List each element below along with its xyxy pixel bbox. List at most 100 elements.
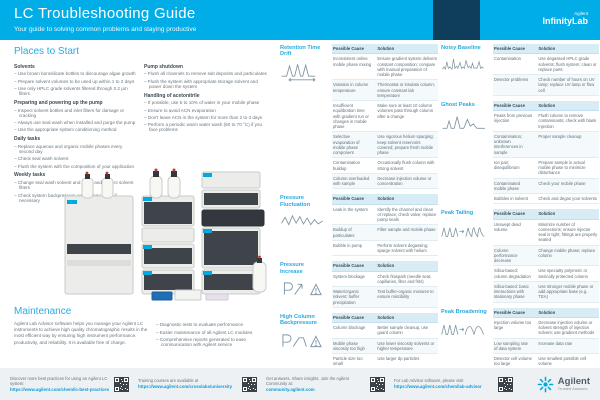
bullet-item: – Ensure to avoid ACN evaporation: [144, 107, 216, 113]
cause-cell: Contamination: [494, 56, 522, 62]
page-subtitle: Your guide to solving common problems an…: [14, 26, 197, 33]
cause-cell: System blockage: [333, 273, 365, 279]
maintenance-title: Maintenance: [14, 306, 72, 317]
bullet-item: – Use the appropriate system conditionin…: [14, 127, 117, 133]
trouble-block-title: Peak Tailing: [441, 210, 474, 217]
solution-cell: Use stronger mobile phase or add appropr…: [538, 283, 594, 300]
cause-cell: Peaks from previous injection: [494, 113, 533, 124]
solution-cell: Check and degas your solvents: [538, 196, 597, 201]
footer-label: For Lab Advisor software, please visit: [394, 378, 464, 384]
cause-cell: Contamination buildup: [333, 160, 361, 171]
footer-item: Get answers. Share insights. Join the Ag…: [266, 376, 385, 393]
trouble-block-label: Ghost Peaks: [441, 101, 493, 205]
possible-cause-header: Possible Cause: [333, 196, 364, 202]
cause-cell: Selective evaporation of mobile phase co…: [333, 134, 360, 155]
maintenance-bullet: – Diagnostic tests to evaluate performan…: [156, 322, 244, 328]
solution-cell: Use degassed HPLC grade solvents; flush …: [538, 56, 597, 72]
cause-cell: Column performance decrease: [494, 247, 518, 264]
solution-header: Solution: [377, 263, 395, 269]
table-row: Column performance decrease Change mobile…: [493, 245, 599, 267]
header-bar: LC Troubleshooting Guide Your guide to s…: [0, 0, 600, 40]
table-row: Water/organic solvent; buffer precipitat…: [332, 287, 438, 308]
table-row: Column overloaded with sample Decrease in…: [332, 173, 438, 190]
cause-cell: Column overloaded with sample: [333, 175, 370, 186]
bullet-item: – Flush all channels to remove salt depo…: [144, 71, 267, 77]
lc-system-illustration: [10, 166, 276, 302]
bullet-item: – Check system backpressure and change f…: [14, 192, 117, 204]
solution-cell: Thermostat or insulate column; ensure co…: [377, 82, 435, 98]
start-section: Weekly tasks– Change seal wash solvent a…: [14, 172, 136, 204]
solution-header: Solution: [377, 196, 395, 202]
qr-code-icon: [370, 376, 385, 392]
cause-cell: Inconsistent online mobile phase mixing: [333, 56, 372, 67]
cause-cell: Detector cell volume too large: [494, 356, 532, 367]
solution-cell: Change mobile phase; replace column: [538, 247, 596, 258]
cause-cell: Contaminated mobile phase: [494, 180, 521, 191]
solution-cell: Use vigorous helium sparging; keep solve…: [377, 134, 434, 155]
solution-cell: Use larger dp particles: [377, 356, 420, 361]
footer-link[interactable]: https://www.agilent.com/chem/lc-best-pra…: [10, 386, 110, 392]
agilent-starburst-icon: [537, 376, 554, 392]
footer-item-text: Get answers. Share insights. Join the Ag…: [266, 376, 366, 393]
maintenance-paragraph: Agilent Lab Advisor software helps you m…: [14, 321, 148, 345]
start-section: Handling of acetonitrile– If possible, u…: [144, 93, 270, 133]
trouble-block-label: Pressure Increase: [280, 261, 332, 308]
footer-link[interactable]: community.agilent.com: [266, 386, 315, 392]
solution-cell: Use lower viscosity solvents or higher t…: [377, 340, 435, 351]
cause-cell: Contamination; unknown interferences in …: [494, 133, 523, 155]
agilent-logo: Agilent Trusted Answers: [537, 376, 590, 393]
table-row: Selective evaporation of mobile phase co…: [332, 132, 438, 159]
solution-cell: Check number of hours on UV lamp; replac…: [538, 77, 595, 93]
trouble-block-title: Pressure Fluctuation: [280, 195, 311, 208]
maintenance-bullet: – Easier maintenance of all Agilent LC m…: [156, 329, 253, 335]
solution-cell: Decrease injection volume or concentrati…: [377, 175, 432, 186]
header-accent-block: [433, 0, 480, 40]
bullet-item: – Check seal wash solvent: [14, 156, 69, 162]
solution-header: Solution: [377, 314, 395, 320]
possible-cause-header: Possible Cause: [494, 102, 525, 108]
bullet-item: – Prepare solvent volumes to be used up …: [14, 78, 135, 84]
trouble-block-label: High Column Backpressure: [280, 313, 332, 380]
bullet-item: – If possible, use 5 to 10% of water in …: [144, 100, 260, 106]
footer-link[interactable]: https://www.agilent.com/chem/lab-advisor: [394, 383, 482, 389]
qr-code-icon: [242, 376, 257, 392]
places-col-1: Solvents– Use brown borosilicate bottles…: [14, 61, 136, 205]
footer-bar: Discover more best practices for using a…: [0, 368, 600, 400]
trouble-block-label: Pressure Fluctuation: [280, 194, 332, 256]
maintenance-bullets: – Diagnostic tests to evaluate performan…: [156, 321, 272, 350]
cause-cell: Insufficient equilibration time with gra…: [333, 103, 369, 129]
section-heading: Solvents: [14, 64, 35, 70]
footer-link[interactable]: https://www.agilent.com/crosslabs/univer…: [138, 383, 233, 389]
cause-cell: Injection volume too large: [494, 319, 532, 330]
ghost-peaks-icon: [441, 110, 489, 132]
cause-cell: Column blockage: [333, 325, 366, 330]
bullet-item: – Use only HPLC grade solvents filtered …: [14, 85, 128, 97]
pressure-fluctuation-icon: [280, 210, 328, 232]
cause-cell: Unswept dead volume: [494, 221, 521, 232]
retention-time-drift-icon: [280, 60, 328, 82]
solution-cell: Make sure at least 10 column volumes pas…: [377, 103, 434, 119]
cause-cell: Silica-based: column degradation: [494, 268, 531, 279]
section-heading: Preparing and powering up the pump: [14, 100, 103, 107]
bullet-item: – Replace aqueous and organic mobile pha…: [14, 143, 123, 155]
cause-cell: Variation in column temperature: [333, 82, 369, 93]
trouble-block-label: Noisy Baseline: [441, 44, 493, 96]
solution-cell: Flush column to remove contaminants; che…: [538, 113, 597, 129]
table-row: Contamination; unknown interferences in …: [493, 131, 599, 158]
solution-cell: Increase data rate: [538, 340, 573, 346]
